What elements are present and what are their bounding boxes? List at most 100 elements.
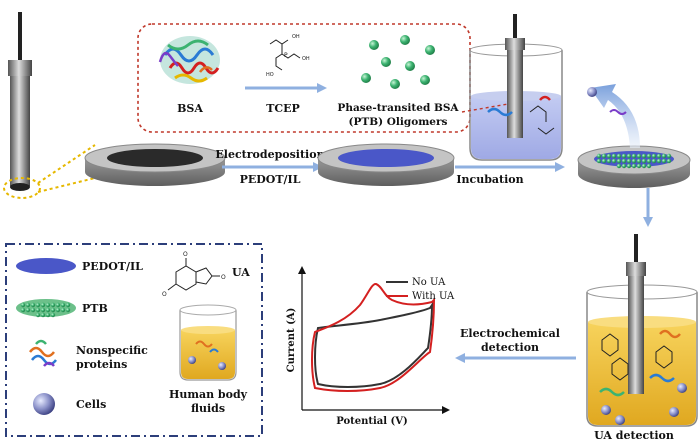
ptb-dot xyxy=(40,312,46,318)
ptb-dot xyxy=(646,163,652,169)
ptb-dot xyxy=(651,153,657,159)
ptb-dot xyxy=(641,153,647,159)
ptb-dot xyxy=(35,307,41,313)
label-pedot-il-step: PEDOT/IL xyxy=(240,173,301,186)
ptb-oligomers-icon xyxy=(361,35,435,89)
ptb-dot xyxy=(50,307,56,313)
svg-text:OH: OH xyxy=(302,56,310,62)
ptb-dot xyxy=(596,153,602,159)
ptb-dot xyxy=(60,307,66,313)
ptb-dot xyxy=(616,158,622,164)
detection-beaker-contents xyxy=(599,329,687,425)
ptb-dot xyxy=(50,312,56,318)
pedot-electrode-disc xyxy=(317,143,455,186)
ptb-dot xyxy=(35,302,41,308)
svg-text:P: P xyxy=(284,52,288,59)
svg-text:OH: OH xyxy=(292,34,300,40)
cv-curve-no-ua xyxy=(314,301,434,388)
legend-ptb-swatch xyxy=(16,299,76,317)
legend-nonspecific-proteins-icon xyxy=(29,339,57,367)
ptb-dot xyxy=(65,302,71,308)
ptb-dot xyxy=(606,153,612,159)
ptb-dot xyxy=(45,302,51,308)
label-electrochemical-line2: detection xyxy=(481,341,539,354)
ptb-dot xyxy=(631,153,637,159)
legend-ptb-dots xyxy=(20,302,71,318)
legend-pedot-label: PEDOT/IL xyxy=(82,260,143,273)
ptb-dot xyxy=(656,158,662,164)
zoom-line-bottom xyxy=(37,177,96,193)
ptb-dot xyxy=(651,158,657,164)
label-bsa: BSA xyxy=(177,102,203,115)
ptb-dot xyxy=(601,153,607,159)
synthesis-box xyxy=(137,23,471,133)
ptb-dot xyxy=(646,153,652,159)
ptb-dot xyxy=(661,158,667,164)
zoom-line-incubation xyxy=(461,103,509,113)
ptb-dot xyxy=(45,307,51,313)
ptb-dot xyxy=(636,153,642,159)
ptb-dot xyxy=(636,163,642,169)
ptb-dot xyxy=(626,153,632,159)
legend-cell-icon xyxy=(33,393,55,415)
legend-ua-molecule-icon: O O O xyxy=(162,251,226,298)
ptb-dot xyxy=(45,312,51,318)
legend-fluids-label-2: fluids xyxy=(191,402,225,415)
label-tcep: TCEP xyxy=(266,102,300,115)
legend-ua-label: UA xyxy=(232,266,250,279)
cv-ylabel: Current (A) xyxy=(286,308,297,373)
repelled-protein-icon xyxy=(609,109,627,115)
svg-text:O: O xyxy=(162,291,167,298)
ptb-dot xyxy=(20,307,26,313)
ptb-dot xyxy=(616,153,622,159)
ptb-dot xyxy=(641,158,647,164)
label-ptb-line2: (PTB) Oligomers xyxy=(349,116,448,128)
ptb-dot xyxy=(666,153,672,159)
ptb-dot xyxy=(20,302,26,308)
ptb-dot xyxy=(55,302,61,308)
ptb-dot xyxy=(631,158,637,164)
ptb-dot xyxy=(616,163,622,169)
ptb-dot xyxy=(631,163,637,169)
svg-text:O: O xyxy=(183,251,188,258)
ptb-dot xyxy=(636,158,642,164)
svg-text:HO: HO xyxy=(266,72,274,78)
ptb-dot xyxy=(646,158,652,164)
ptb-dot xyxy=(35,312,41,318)
bsa-protein-icon xyxy=(158,36,220,84)
ptb-dot xyxy=(611,153,617,159)
ptb-dot xyxy=(611,158,617,164)
ptb-dot xyxy=(656,153,662,159)
legend-nonspecific-label-1: Nonspecific xyxy=(76,344,148,357)
legend-cells-label: Cells xyxy=(76,398,106,411)
electrode-rod xyxy=(8,12,32,191)
ptb-dot xyxy=(601,158,607,164)
ptb-dot xyxy=(40,307,46,313)
tcep-molecule-icon: P OH OH HO xyxy=(266,34,310,78)
legend-ptb-label: PTB xyxy=(82,302,108,315)
ptb-dot xyxy=(661,153,667,159)
antifouling-curved-arrow xyxy=(590,84,640,148)
ptb-dot xyxy=(65,307,71,313)
ptb-dot xyxy=(55,307,61,313)
cv-legend-no-ua: No UA xyxy=(412,277,446,288)
ptb-dot xyxy=(606,158,612,164)
label-ptb-line1: Phase-transited BSA xyxy=(337,102,459,114)
ptb-dot xyxy=(60,302,66,308)
ptb-dot xyxy=(25,302,31,308)
svg-text:O: O xyxy=(221,274,226,281)
legend-fluids-label-1: Human body xyxy=(169,388,248,401)
legend-nonspecific-label-2: proteins xyxy=(76,358,127,371)
ptb-dot xyxy=(30,307,36,313)
label-electrodeposition: Electrodeposition xyxy=(215,148,324,161)
legend-box xyxy=(5,243,263,437)
cv-legend-with-ua: With UA xyxy=(412,291,455,302)
ptb-dot xyxy=(621,158,627,164)
label-electrochemical-line1: Electrochemical xyxy=(460,327,560,340)
label-incubation: Incubation xyxy=(456,173,523,186)
cv-legend: No UA With UA xyxy=(386,277,455,302)
detection-beaker xyxy=(586,234,698,427)
incubation-beaker xyxy=(469,14,563,161)
